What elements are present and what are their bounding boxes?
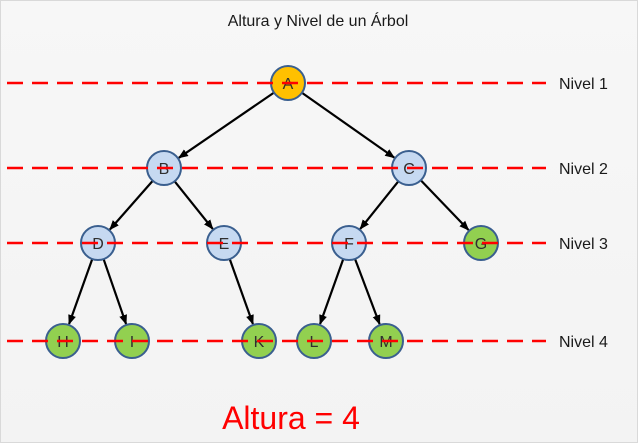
node-label: L <box>310 334 319 351</box>
edge-d-i <box>102 258 128 325</box>
edge-c-f <box>359 180 400 230</box>
node-label: C <box>403 161 415 178</box>
node-label: I <box>130 334 134 351</box>
node-label: M <box>379 334 392 351</box>
edge-e-k <box>228 258 254 325</box>
node-label: E <box>219 236 230 253</box>
edge-c-g <box>419 179 470 231</box>
node-label: K <box>254 334 265 351</box>
level-label-4: Nivel 4 <box>559 334 608 351</box>
edge-d-h <box>68 258 94 325</box>
level-label-1: Nivel 1 <box>559 76 608 93</box>
node-label: B <box>159 161 170 178</box>
diagram-title: Altura y Nivel de un Árbol <box>228 11 409 30</box>
edge-a-c <box>301 91 396 159</box>
edges-layer <box>68 91 470 326</box>
node-label: D <box>92 236 104 253</box>
level-label-2: Nivel 2 <box>559 161 608 178</box>
edge-b-e <box>173 180 214 230</box>
levels-layer: Nivel 1 Nivel 2 Nivel 3 Nivel 4 <box>7 76 608 351</box>
node-label: F <box>344 236 354 253</box>
level-label-3: Nivel 3 <box>559 236 608 253</box>
edge-a-b <box>178 91 275 159</box>
edge-f-l <box>319 258 345 325</box>
edge-b-d <box>109 180 154 231</box>
node-label: G <box>475 236 487 253</box>
nodes-layer: A B C D E F G H I K L M <box>45 65 499 359</box>
edge-f-m <box>353 258 381 326</box>
node-label: A <box>283 76 294 93</box>
height-label: Altura = 4 <box>222 400 360 436</box>
node-label: H <box>57 334 69 351</box>
